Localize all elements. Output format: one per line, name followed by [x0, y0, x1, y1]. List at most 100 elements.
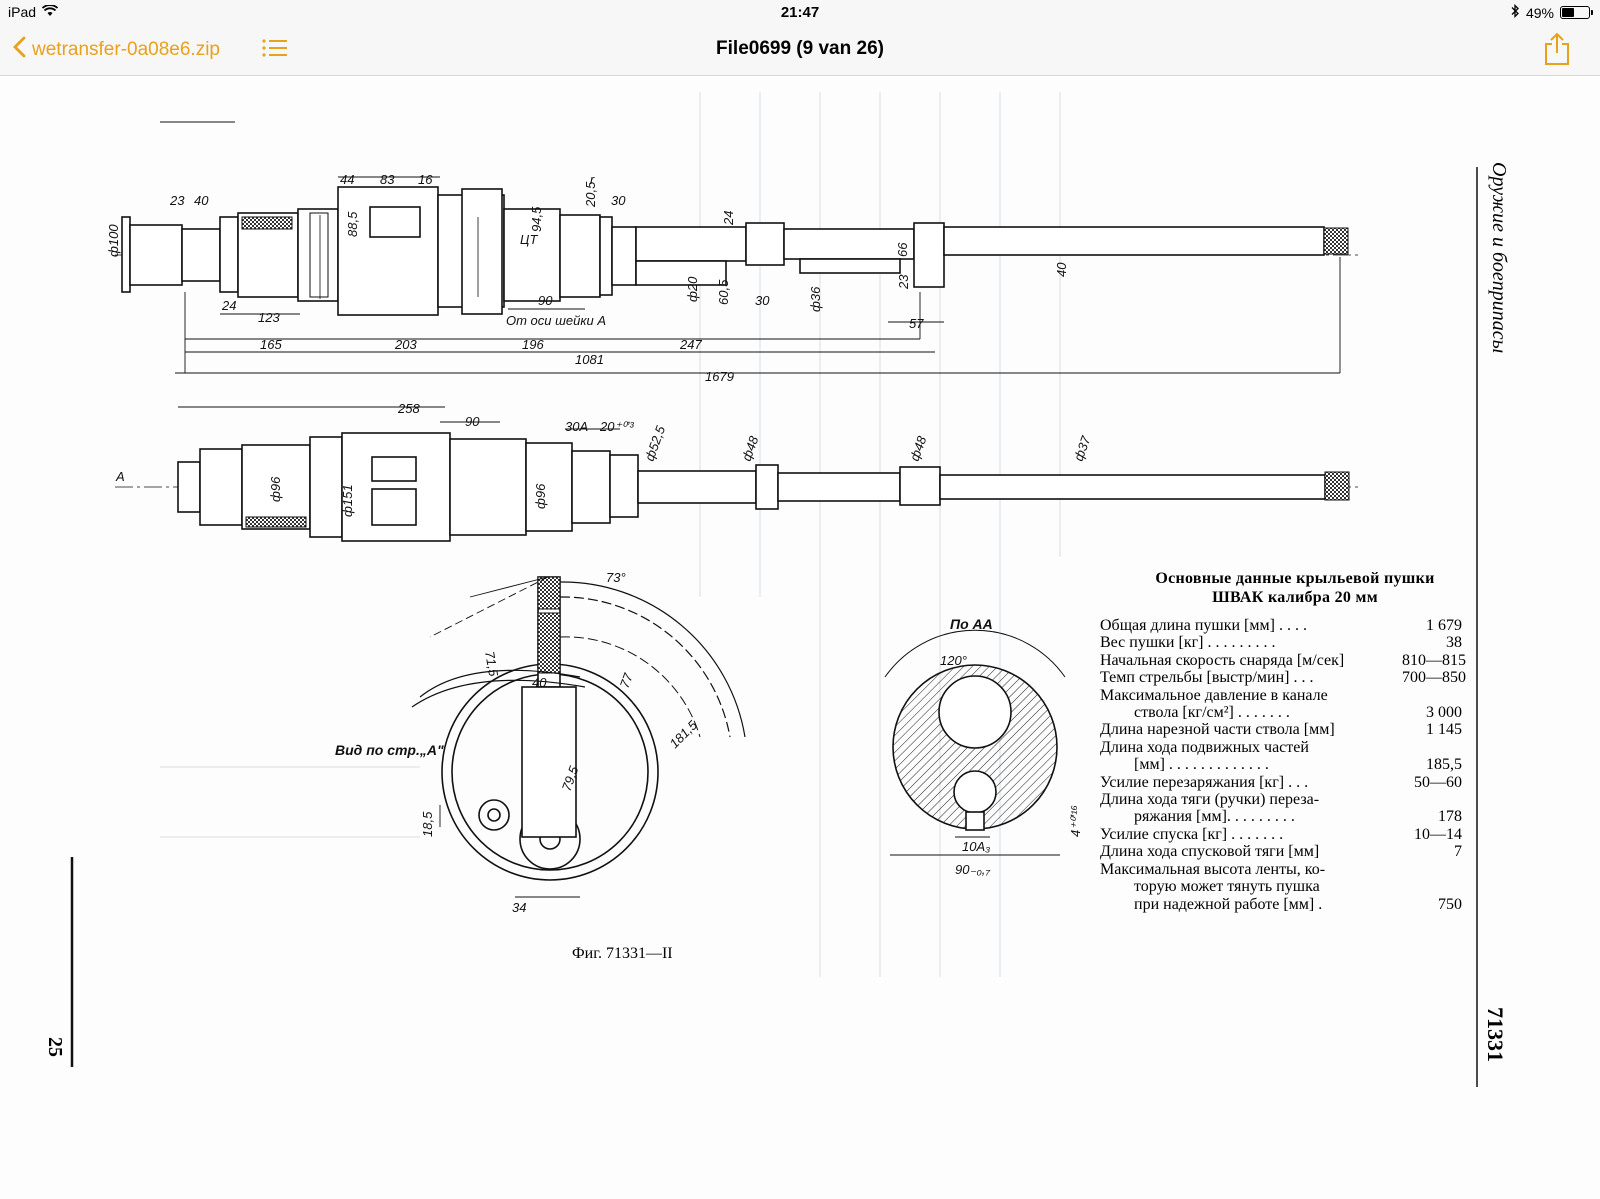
spec-label: Максимальная высота ленты, ко-: [1100, 860, 1326, 878]
figure-caption: Фиг. 71331—II: [572, 945, 673, 962]
dimension-labels-section: По АА 120° 4⁺⁰ʼ¹⁶ 10А₃ 90₋₀,₇: [940, 616, 1083, 877]
side-number: 71331: [1480, 1007, 1520, 1087]
dim-label: 57: [909, 316, 924, 331]
spec-label: Длина хода тяги (ручки) переза-: [1100, 791, 1320, 809]
dim-label: А: [115, 469, 125, 484]
dim-label: 90: [465, 414, 480, 429]
spec-row: Начальная скорость снаряда [м/сек]810—81…: [1100, 651, 1466, 669]
spec-row: Максимальное давление в канале: [1100, 687, 1462, 704]
dim-label: 196: [522, 337, 544, 352]
spec-row: ряжания [мм]. . . . . . . . .178: [1100, 808, 1462, 825]
dim-label: 181,5: [667, 717, 701, 751]
dim-label: ЦТ: [520, 232, 538, 247]
dim-label: 30: [755, 293, 770, 308]
side-title-text: Оружие и боеприпасы: [1488, 162, 1510, 354]
technical-drawing: ф100 23 40 44 83 16 88,5 94,5 20,5 30 24…: [70, 92, 1478, 1087]
battery-level: [1562, 8, 1574, 17]
spec-row: Темп стрельбы [выстр/мин] . . .700—850: [1100, 669, 1466, 686]
wifi-icon: [41, 4, 59, 20]
spec-value: 7: [1454, 843, 1462, 861]
dim-label: ф48: [739, 433, 762, 463]
battery-icon: [1560, 6, 1593, 19]
back-button[interactable]: wetransfer-0a08e6.zip: [12, 36, 220, 64]
dim-label: 73°: [606, 570, 626, 585]
back-button-label: wetransfer-0a08e6.zip: [32, 39, 220, 60]
dim-label: ф48: [907, 433, 930, 463]
dim-label: 120°: [940, 653, 967, 668]
dim-label: 23: [896, 274, 911, 290]
list-button[interactable]: [262, 38, 288, 63]
side-number-text: 71331: [1483, 1007, 1508, 1062]
spec-row: [мм] . . . . . . . . . . . . . 185,5: [1100, 756, 1462, 773]
dim-label: 16: [418, 172, 433, 187]
dim-label: ф151: [340, 484, 355, 517]
spec-label: Длина хода подвижных частей: [1100, 738, 1309, 756]
dim-label: 30А: [565, 419, 588, 434]
spec-value: 185,5: [1426, 756, 1462, 774]
spec-value: 178: [1438, 808, 1462, 826]
document-title: File0699 (9 van 26): [716, 38, 884, 59]
dim-label: 40: [194, 193, 209, 208]
device-label: iPad: [8, 4, 37, 20]
dim-label: 24: [221, 298, 236, 313]
spec-row: при надежной работе [мм] . 750: [1100, 896, 1462, 913]
dim-label: r: [590, 172, 595, 187]
spec-label: ствола [кг/см²] . . . . . . .: [1134, 704, 1290, 722]
gun-top-view: [115, 432, 1360, 542]
dimension-lines-top: [160, 121, 1341, 374]
dim-label: ф96: [268, 476, 283, 502]
dim-label: 258: [397, 401, 420, 416]
dim-label: 44: [340, 172, 354, 187]
spec-label: Длина нарезной части ствола [мм]: [1100, 721, 1335, 739]
dim-label: 20⁺⁰ʼ³: [599, 419, 634, 434]
spec-label: Длина хода спусковой тяги [мм]: [1100, 843, 1320, 861]
spec-title-line: ШВАК калибра 20 мм: [1212, 589, 1378, 606]
spec-label: Усилие перезаряжания [кг] . . .: [1100, 773, 1309, 791]
list-icon: [262, 39, 288, 62]
spec-row: Длина хода тяги (ручки) переза-: [1100, 791, 1462, 808]
dimension-labels-top: ф100 23 40 44 83 16 88,5 94,5 20,5 30 24…: [106, 172, 1069, 384]
dim-label: 90₋₀,₇: [955, 862, 990, 877]
spec-label: Усилие спуска [кг] . . . . . . .: [1100, 825, 1284, 843]
spec-title: Основные данные крыльевой пушки ШВАК кал…: [1100, 569, 1490, 607]
dim-label: 10А₃: [962, 839, 990, 854]
dim-label: 165: [260, 337, 282, 352]
spec-row: торую может тянуть пушка: [1100, 878, 1462, 895]
dimension-lines-mid: [178, 406, 620, 430]
dim-label: 94,5: [529, 206, 544, 232]
dim-label: 20,5: [583, 181, 598, 208]
spec-value: 3 000: [1426, 704, 1462, 722]
share-button[interactable]: [1544, 32, 1570, 71]
dim-label: 247: [679, 337, 702, 352]
spec-title-line: Основные данные крыльевой пушки: [1155, 570, 1435, 587]
clock: 21:47: [780, 4, 820, 21]
spec-value: 810—815: [1402, 651, 1466, 669]
dimension-labels-view: Вид по стр.„А" 73° 71,5 40 77 181,5 79,5…: [335, 570, 701, 915]
gun-side-view: [115, 186, 1360, 316]
nav-bar: wetransfer-0a08e6.zip File0699 (9 van 26…: [0, 26, 1600, 76]
spec-value: 750: [1438, 895, 1462, 913]
dim-label: 1081: [575, 352, 604, 367]
dim-label: 30: [611, 193, 626, 208]
spec-value: 1 679: [1426, 617, 1462, 634]
spec-label: торую может тянуть пушка: [1134, 878, 1320, 896]
dim-label: 203: [394, 337, 417, 352]
dim-label: ф100: [106, 224, 121, 257]
spec-row: Максимальная высота ленты, ко-: [1100, 861, 1462, 878]
page-number-text: 25: [44, 1037, 66, 1057]
dim-label: 40: [1054, 262, 1069, 277]
spec-label: при надежной работе [мм] .: [1134, 895, 1323, 913]
document-page: ф100 23 40 44 83 16 88,5 94,5 20,5 30 24…: [0, 77, 1600, 1199]
spec-row: Вес пушки [кг] . . . . . . . . .38: [1100, 634, 1462, 651]
spec-label: Максимальное давление в канале: [1100, 686, 1328, 704]
dim-label: 4⁺⁰ʼ¹⁶: [1068, 804, 1083, 837]
spec-row: Усилие перезаряжания [кг] . . .50—60: [1100, 774, 1462, 791]
dim-label: ф20: [685, 276, 700, 302]
spec-label: Общая длина пушки [мм] . . . .: [1100, 617, 1307, 634]
dim-label: 40: [532, 675, 547, 690]
spec-row: Длина хода подвижных частей: [1100, 739, 1462, 756]
section-aa-drawing: [884, 629, 1066, 856]
spec-label: [мм] . . . . . . . . . . . . .: [1134, 756, 1269, 774]
dim-label: 34: [512, 900, 526, 915]
